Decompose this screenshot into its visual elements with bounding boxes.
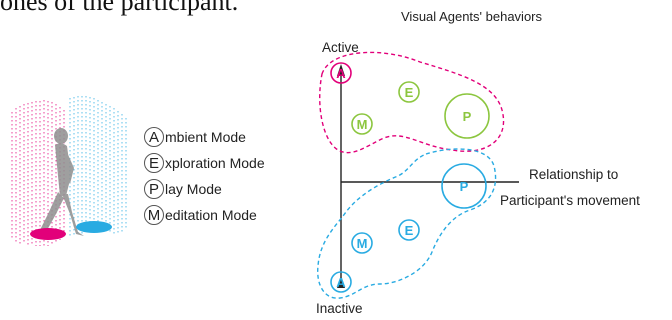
relationship-axis-label-line2: Participant's movement [500, 193, 640, 208]
active-exploration-node-circle [398, 81, 420, 103]
inactive-play-node-letter: P [460, 179, 469, 194]
active-play-node-circle [444, 93, 490, 139]
active-axis-label: Active [322, 40, 359, 55]
inactive-play-node-circle [441, 163, 487, 209]
active-meditation-node-circle [351, 113, 373, 135]
magenta-light-curtain [11, 100, 65, 246]
active-exploration-node-letter: E [405, 85, 414, 100]
legend-item-exploration: E xploration Mode [144, 150, 265, 176]
legend-item-label: editation Mode [165, 207, 257, 223]
inactive-exploration-node-circle [398, 219, 420, 241]
cyan-light-curtain [69, 96, 127, 236]
inactive-group-outline [317, 148, 497, 299]
inactive-arrowhead [337, 276, 345, 288]
inactive-axis-label: Inactive [316, 301, 363, 316]
top-text: ones of the participant. [0, 0, 239, 16]
legend-item-label: lay Mode [165, 181, 222, 197]
legend-item-label: xploration Mode [165, 155, 265, 171]
legend-item-label: mbient Mode [165, 129, 246, 145]
legend-letter-circle: M [144, 205, 164, 225]
inactive-meditation-node-circle [351, 232, 373, 254]
legend-letter-circle: A [144, 127, 164, 147]
legend-item-play: P lay Mode [144, 176, 265, 202]
inactive-meditation-node-letter: M [357, 236, 368, 251]
legend-item-ambient: A mbient Mode [144, 124, 265, 150]
legend-letter-circle: P [144, 179, 164, 199]
inactive-exploration-node-letter: E [405, 223, 414, 238]
relationship-axis-label-line1: Relationship to [529, 167, 619, 182]
figure-title: Visual Agents' behaviors [401, 9, 543, 24]
active-meditation-node-letter: M [357, 117, 368, 132]
active-arrowhead [337, 64, 345, 76]
cyan-floor-spot [76, 221, 112, 233]
active-play-node-letter: P [463, 109, 472, 124]
magenta-floor-spot [30, 228, 66, 240]
active-group-outline [319, 51, 505, 154]
active-ambient-node-letter: A [336, 66, 346, 81]
inactive-ambient-node-circle [330, 271, 352, 293]
legend-item-meditation: M editation Mode [144, 202, 265, 228]
mode-legend: A mbient Mode E xploration Mode P lay Mo… [144, 124, 265, 228]
active-ambient-node-circle [330, 62, 352, 84]
legend-letter-circle: E [144, 153, 164, 173]
inactive-ambient-node-letter: A [336, 275, 346, 290]
